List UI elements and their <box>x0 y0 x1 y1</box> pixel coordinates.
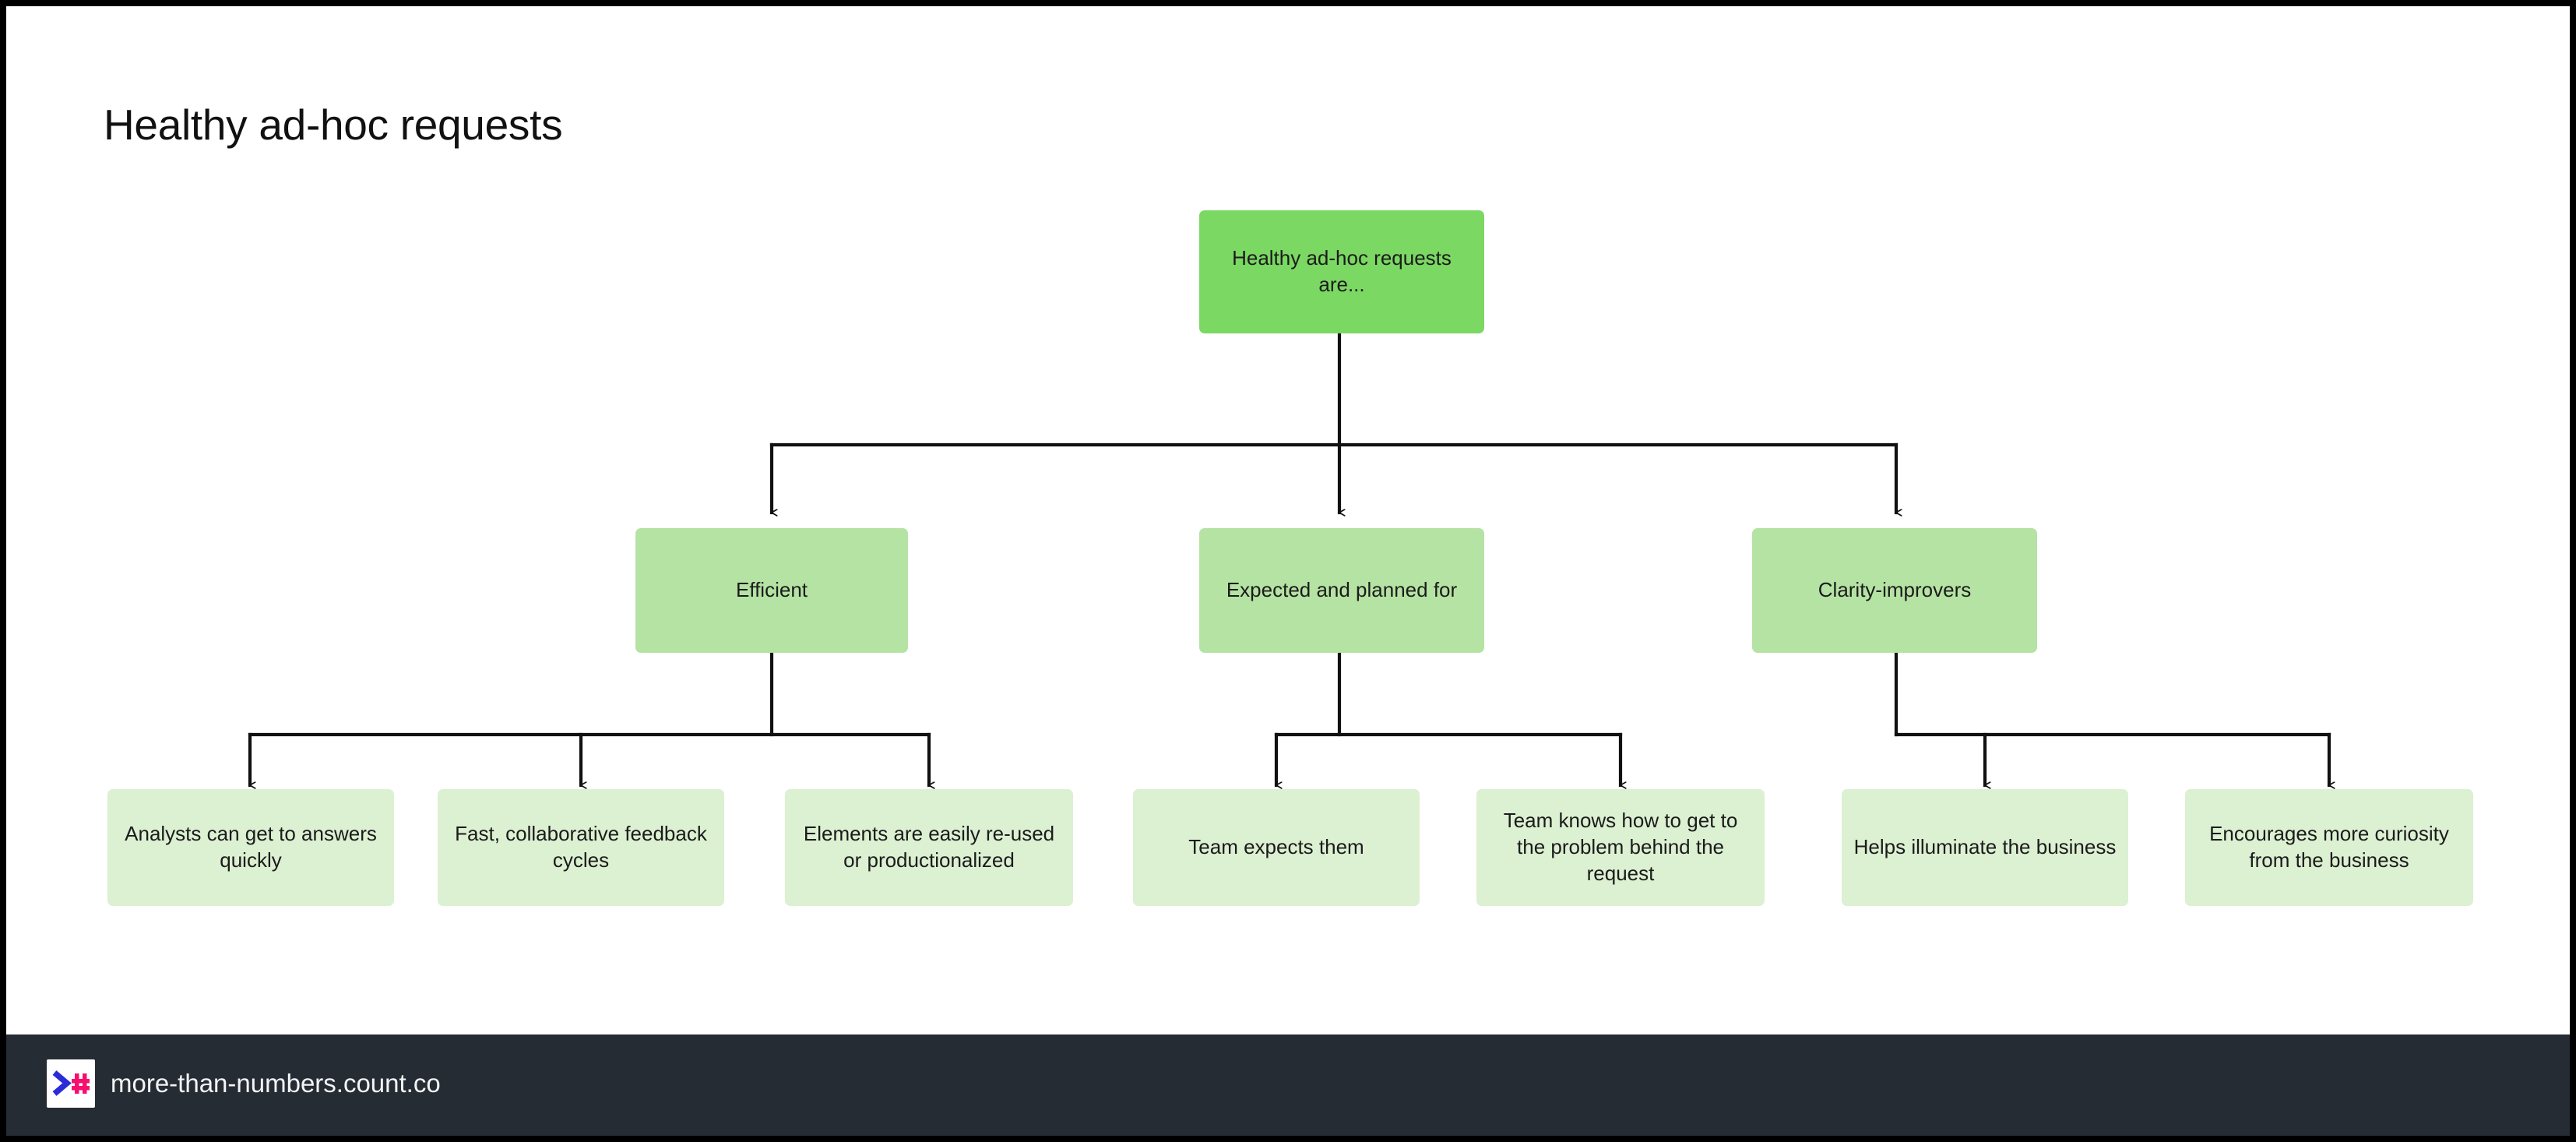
node-branch-expected-planned[interactable]: Expected and planned for <box>1199 528 1484 653</box>
connector-lines <box>248 331 2570 1034</box>
node-leaf-curiosity-business[interactable]: Encourages more curiosity from the busin… <box>2185 789 2473 906</box>
footer-bar: more-than-numbers.count.co <box>6 1034 2570 1136</box>
node-leaf-problem-behind-request[interactable]: Team knows how to get to the problem beh… <box>1476 789 1765 906</box>
node-leaf-team-expects[interactable]: Team expects them <box>1133 789 1420 906</box>
node-branch-clarity-improvers[interactable]: Clarity-improvers <box>1752 528 2037 653</box>
node-leaf-feedback-cycles[interactable]: Fast, collaborative feedback cycles <box>438 789 724 906</box>
node-leaf-illuminate-business[interactable]: Helps illuminate the business <box>1842 789 2128 906</box>
node-leaf-reusable-elements[interactable]: Elements are easily re-used or productio… <box>785 789 1073 906</box>
footer-url-label: more-than-numbers.count.co <box>111 1069 441 1098</box>
page-title: Healthy ad-hoc requests <box>104 100 563 149</box>
count-logo-icon <box>47 1059 95 1108</box>
node-root[interactable]: Healthy ad-hoc requests are... <box>1199 210 1484 333</box>
diagram-canvas: Healthy ad-hoc requests <box>6 6 2570 1034</box>
node-leaf-analysts-answers[interactable]: Analysts can get to answers quickly <box>107 789 394 906</box>
browser-frame: Healthy ad-hoc requests <box>6 6 2570 1136</box>
node-branch-efficient[interactable]: Efficient <box>635 528 908 653</box>
